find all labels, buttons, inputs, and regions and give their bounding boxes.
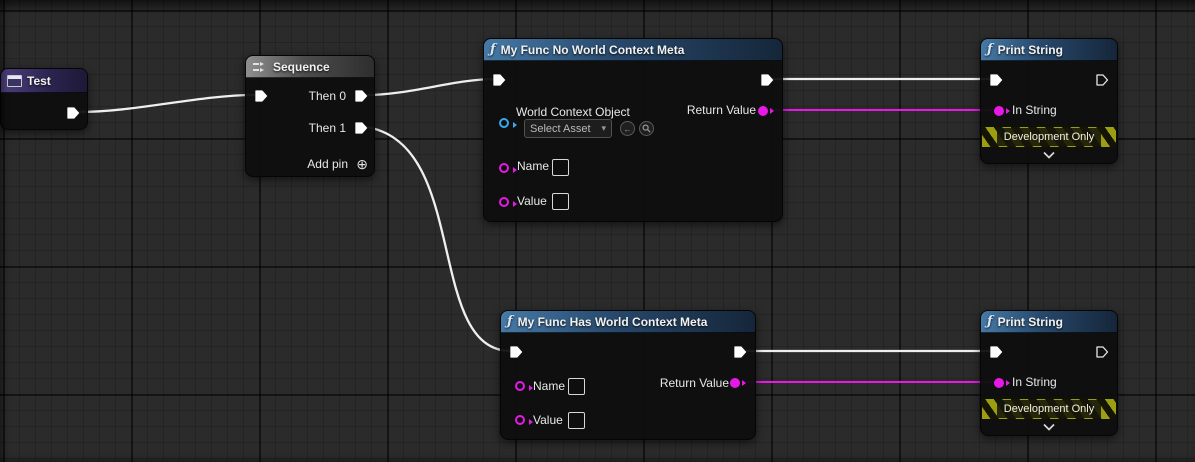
value-input[interactable] xyxy=(568,412,585,429)
pin-label-value: Value xyxy=(517,194,547,208)
event-icon xyxy=(7,74,22,87)
node-title: My Func No World Context Meta xyxy=(500,42,685,57)
select-asset-value: Select Asset xyxy=(530,122,591,135)
node-header-print-string[interactable]: ƒ Print String xyxy=(981,311,1117,333)
node-print-string-bottom[interactable]: ƒ Print String In String Development Onl… xyxy=(980,310,1118,436)
exec-pin-then0[interactable] xyxy=(354,89,368,103)
pin-label-in-string: In String xyxy=(1012,375,1057,389)
name-input[interactable] xyxy=(568,378,585,395)
pin-world-context-object[interactable] xyxy=(499,118,517,128)
pin-value[interactable] xyxy=(499,197,517,207)
pin-in-string[interactable] xyxy=(994,106,1010,116)
pin-in-string[interactable] xyxy=(994,378,1010,388)
function-icon: ƒ xyxy=(507,314,513,329)
node-title: Sequence xyxy=(273,59,330,74)
pin-label-name: Name xyxy=(517,159,550,173)
pin-return-value[interactable] xyxy=(730,378,746,388)
exec-pin-in[interactable] xyxy=(989,345,1003,359)
exec-pin-out[interactable] xyxy=(1095,73,1109,87)
exec-pin-out[interactable] xyxy=(66,106,80,120)
exec-pin-out[interactable] xyxy=(1095,345,1109,359)
exec-pin-in[interactable] xyxy=(254,89,268,103)
pin-return-value[interactable] xyxy=(758,106,774,116)
node-header-func-has-world[interactable]: ƒ My Func Has World Context Meta xyxy=(501,311,755,333)
pin-label-value: Value xyxy=(533,413,563,427)
development-only-label: Development Only xyxy=(996,128,1102,146)
pin-value[interactable] xyxy=(515,415,533,425)
pin-label-then0: Then 0 xyxy=(308,89,346,103)
pin-label-return-value: Return Value xyxy=(686,103,756,117)
pin-label-return-value: Return Value xyxy=(659,376,729,390)
exec-pin-then1[interactable] xyxy=(354,121,368,135)
function-icon: ƒ xyxy=(490,42,496,57)
pin-label-then1: Then 1 xyxy=(308,121,346,135)
node-title: Test xyxy=(27,73,51,88)
sequence-icon xyxy=(253,61,264,72)
node-test[interactable]: Test xyxy=(0,68,88,130)
node-func-no-world-context[interactable]: ƒ My Func No World Context Meta World Co… xyxy=(483,38,783,222)
pin-name[interactable] xyxy=(515,381,533,391)
add-pin-button[interactable]: ⊕ xyxy=(356,156,368,172)
magnifier-icon xyxy=(642,124,651,133)
pin-label-in-string: In String xyxy=(1012,103,1057,117)
pin-label-world-context-object: World Context Object xyxy=(516,105,630,119)
browse-asset-button[interactable] xyxy=(639,121,654,136)
exec-pin-out[interactable] xyxy=(733,345,747,359)
development-only-banner: Development Only xyxy=(982,399,1116,419)
function-icon: ƒ xyxy=(987,42,993,57)
wire-exec-then0-to-func-no-world[interactable] xyxy=(364,77,497,97)
chevron-down-icon: ▾ xyxy=(601,123,606,133)
node-header-func-no-world[interactable]: ƒ My Func No World Context Meta xyxy=(484,39,782,61)
development-only-banner: Development Only xyxy=(982,127,1116,147)
node-sequence[interactable]: Sequence Then 0 Then 1 Add pin ⊕ xyxy=(245,55,375,177)
node-header-print-string[interactable]: ƒ Print String xyxy=(981,39,1117,61)
node-title: Print String xyxy=(997,42,1063,57)
node-header-test[interactable]: Test xyxy=(1,69,87,93)
select-asset-dropdown[interactable]: Select Asset ▾ xyxy=(524,119,612,138)
exec-pin-out[interactable] xyxy=(760,73,774,87)
exec-pin-in[interactable] xyxy=(492,73,506,87)
use-selected-asset-button[interactable]: ← xyxy=(620,121,635,136)
development-only-label: Development Only xyxy=(996,400,1102,418)
node-print-string-top[interactable]: ƒ Print String In String Development Onl… xyxy=(980,38,1118,164)
exec-pin-in[interactable] xyxy=(989,73,1003,87)
collapse-chevron-button[interactable] xyxy=(1042,423,1056,432)
node-title: My Func Has World Context Meta xyxy=(517,314,708,329)
node-title: Print String xyxy=(997,314,1063,329)
pin-name[interactable] xyxy=(499,163,517,173)
wire-exec-test-to-sequence[interactable] xyxy=(77,93,256,114)
value-input[interactable] xyxy=(552,193,569,210)
node-func-has-world-context[interactable]: ƒ My Func Has World Context Meta Name Re… xyxy=(500,310,756,440)
exec-pin-in[interactable] xyxy=(509,345,523,359)
wire-exec-then1-to-func-has-world[interactable] xyxy=(364,125,513,353)
add-pin-label: Add pin xyxy=(307,157,348,171)
collapse-chevron-button[interactable] xyxy=(1042,151,1056,160)
pin-label-name: Name xyxy=(533,379,566,393)
name-input[interactable] xyxy=(552,159,569,176)
node-header-sequence[interactable]: Sequence xyxy=(246,56,374,78)
function-icon: ƒ xyxy=(987,314,993,329)
